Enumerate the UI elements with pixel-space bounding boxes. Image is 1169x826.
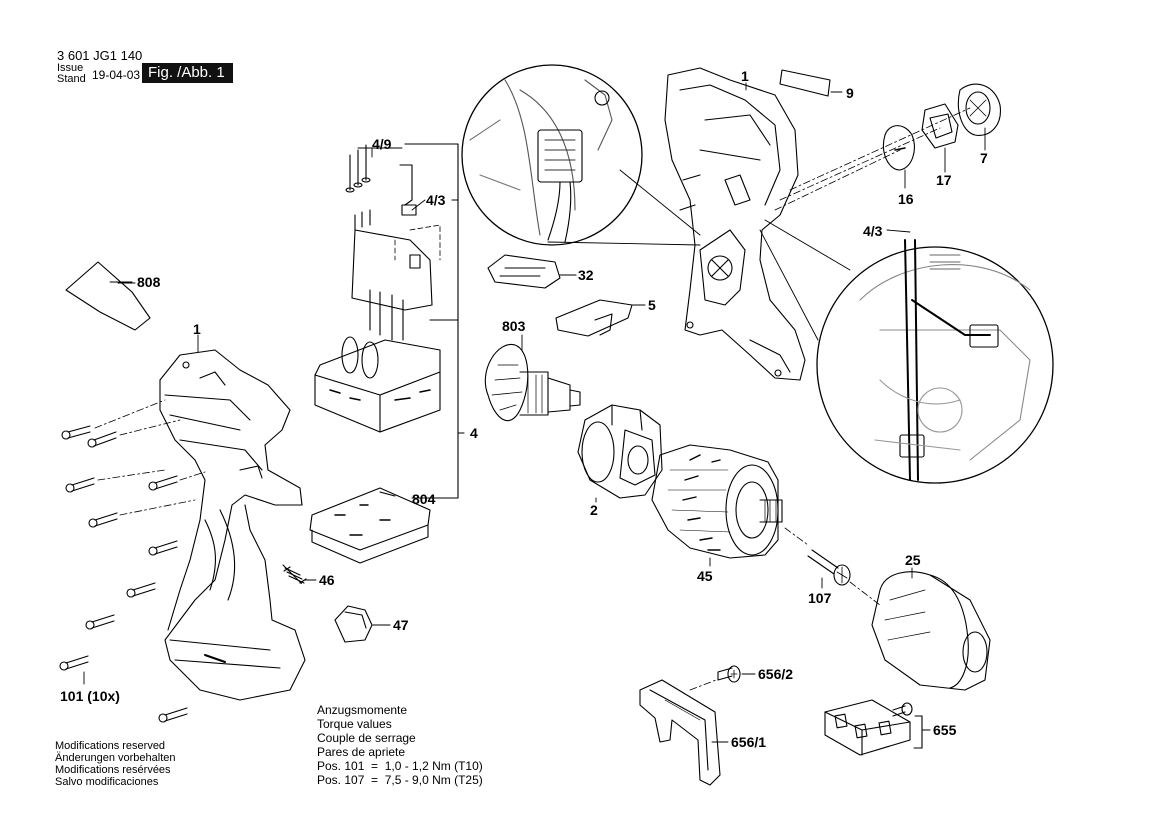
part-number: 3 601 JG1 140 <box>57 48 143 63</box>
part-808-sheet <box>65 261 151 331</box>
label-part-9: 9 <box>846 85 854 101</box>
label-part-2: 2 <box>590 502 598 518</box>
issue-stand-label: Issue Stand <box>57 63 86 85</box>
torque-line-fr: Couple de serrage <box>317 731 416 745</box>
label-part-655: 655 <box>933 722 957 738</box>
housing-half-right <box>664 67 806 381</box>
label-part-7: 7 <box>980 150 988 166</box>
belt-clip-656-1 <box>639 679 721 786</box>
label-part-46: 46 <box>319 572 335 588</box>
figure-label: Fig. /Abb. 1 <box>142 63 233 83</box>
electronics-module-4 <box>314 144 441 433</box>
label-part-1-left: 1 <box>193 321 201 337</box>
issue-date: 19-04-03 <box>92 68 141 82</box>
label-part-25: 25 <box>905 552 921 568</box>
screws-101 <box>59 425 188 723</box>
detail-circle-wiring <box>816 239 1054 484</box>
label-part-45: 45 <box>697 568 713 584</box>
motor-armature-803 <box>484 344 581 422</box>
part-9-label <box>779 69 831 97</box>
part-17-switch <box>921 103 959 149</box>
gear-housing-45 <box>651 444 783 559</box>
leader-lines <box>83 82 986 743</box>
mods-line-en: Modifications reserved <box>55 740 166 752</box>
label-part-656-2: 656/2 <box>758 666 794 682</box>
issue-label: Issue <box>57 62 84 74</box>
torque-line-es: Pares de apriete <box>317 745 406 759</box>
label-part-803: 803 <box>502 318 526 334</box>
part-32-slider <box>487 254 561 289</box>
label-part-17: 17 <box>936 172 952 188</box>
label-part-4-3-right: 4/3 <box>863 223 883 239</box>
detail-circle-connector <box>461 64 643 246</box>
label-part-107: 107 <box>808 590 832 606</box>
label-part-1-top: 1 <box>741 68 749 84</box>
torque-line-de: Anzugsmomente <box>317 703 408 717</box>
screw-656-2 <box>717 665 741 683</box>
label-part-4-9: 4/9 <box>372 136 392 152</box>
part-7-cap <box>957 83 1001 136</box>
mods-line-fr: Modifications resérvées <box>55 764 171 776</box>
label-part-16: 16 <box>898 191 914 207</box>
label-part-5: 5 <box>648 297 656 313</box>
label-part-4: 4 <box>470 425 478 441</box>
torque-pos-107: Pos. 107 = 7,5 - 9,0 Nm (T25) <box>317 773 483 787</box>
mods-line-de: Änderungen vorbehalten <box>55 752 176 764</box>
label-part-808: 808 <box>137 274 161 290</box>
mods-line-es: Salvo modificaciones <box>55 776 159 788</box>
housing-half-left <box>159 349 306 701</box>
torque-values: Anzugsmomente Torque values Couple de se… <box>317 703 483 787</box>
label-part-804: 804 <box>412 491 436 507</box>
part-5-switch <box>555 299 633 337</box>
bracket-part-4 <box>404 143 465 499</box>
screw-107 <box>807 549 851 586</box>
torque-line-en: Torque values <box>317 717 392 731</box>
modifications-notice: Modifications reserved Änderungen vorbeh… <box>55 740 175 788</box>
spring-46 <box>282 564 307 585</box>
chuck-25 <box>871 571 991 691</box>
gearbox-2 <box>577 404 663 499</box>
label-part-101: 101 (10x) <box>60 688 120 704</box>
label-part-47: 47 <box>393 617 409 633</box>
torque-pos-101: Pos. 101 = 1,0 - 1,2 Nm (T10) <box>317 759 483 773</box>
label-part-656-1: 656/1 <box>731 734 767 750</box>
pcb-804 <box>309 487 431 564</box>
stand-label: Stand <box>57 73 86 85</box>
label-part-32: 32 <box>578 267 594 283</box>
part-16-disc <box>882 125 915 171</box>
label-part-4-3-left: 4/3 <box>426 192 446 208</box>
part-47-knob <box>334 605 373 643</box>
bit-holder-655 <box>824 699 913 756</box>
